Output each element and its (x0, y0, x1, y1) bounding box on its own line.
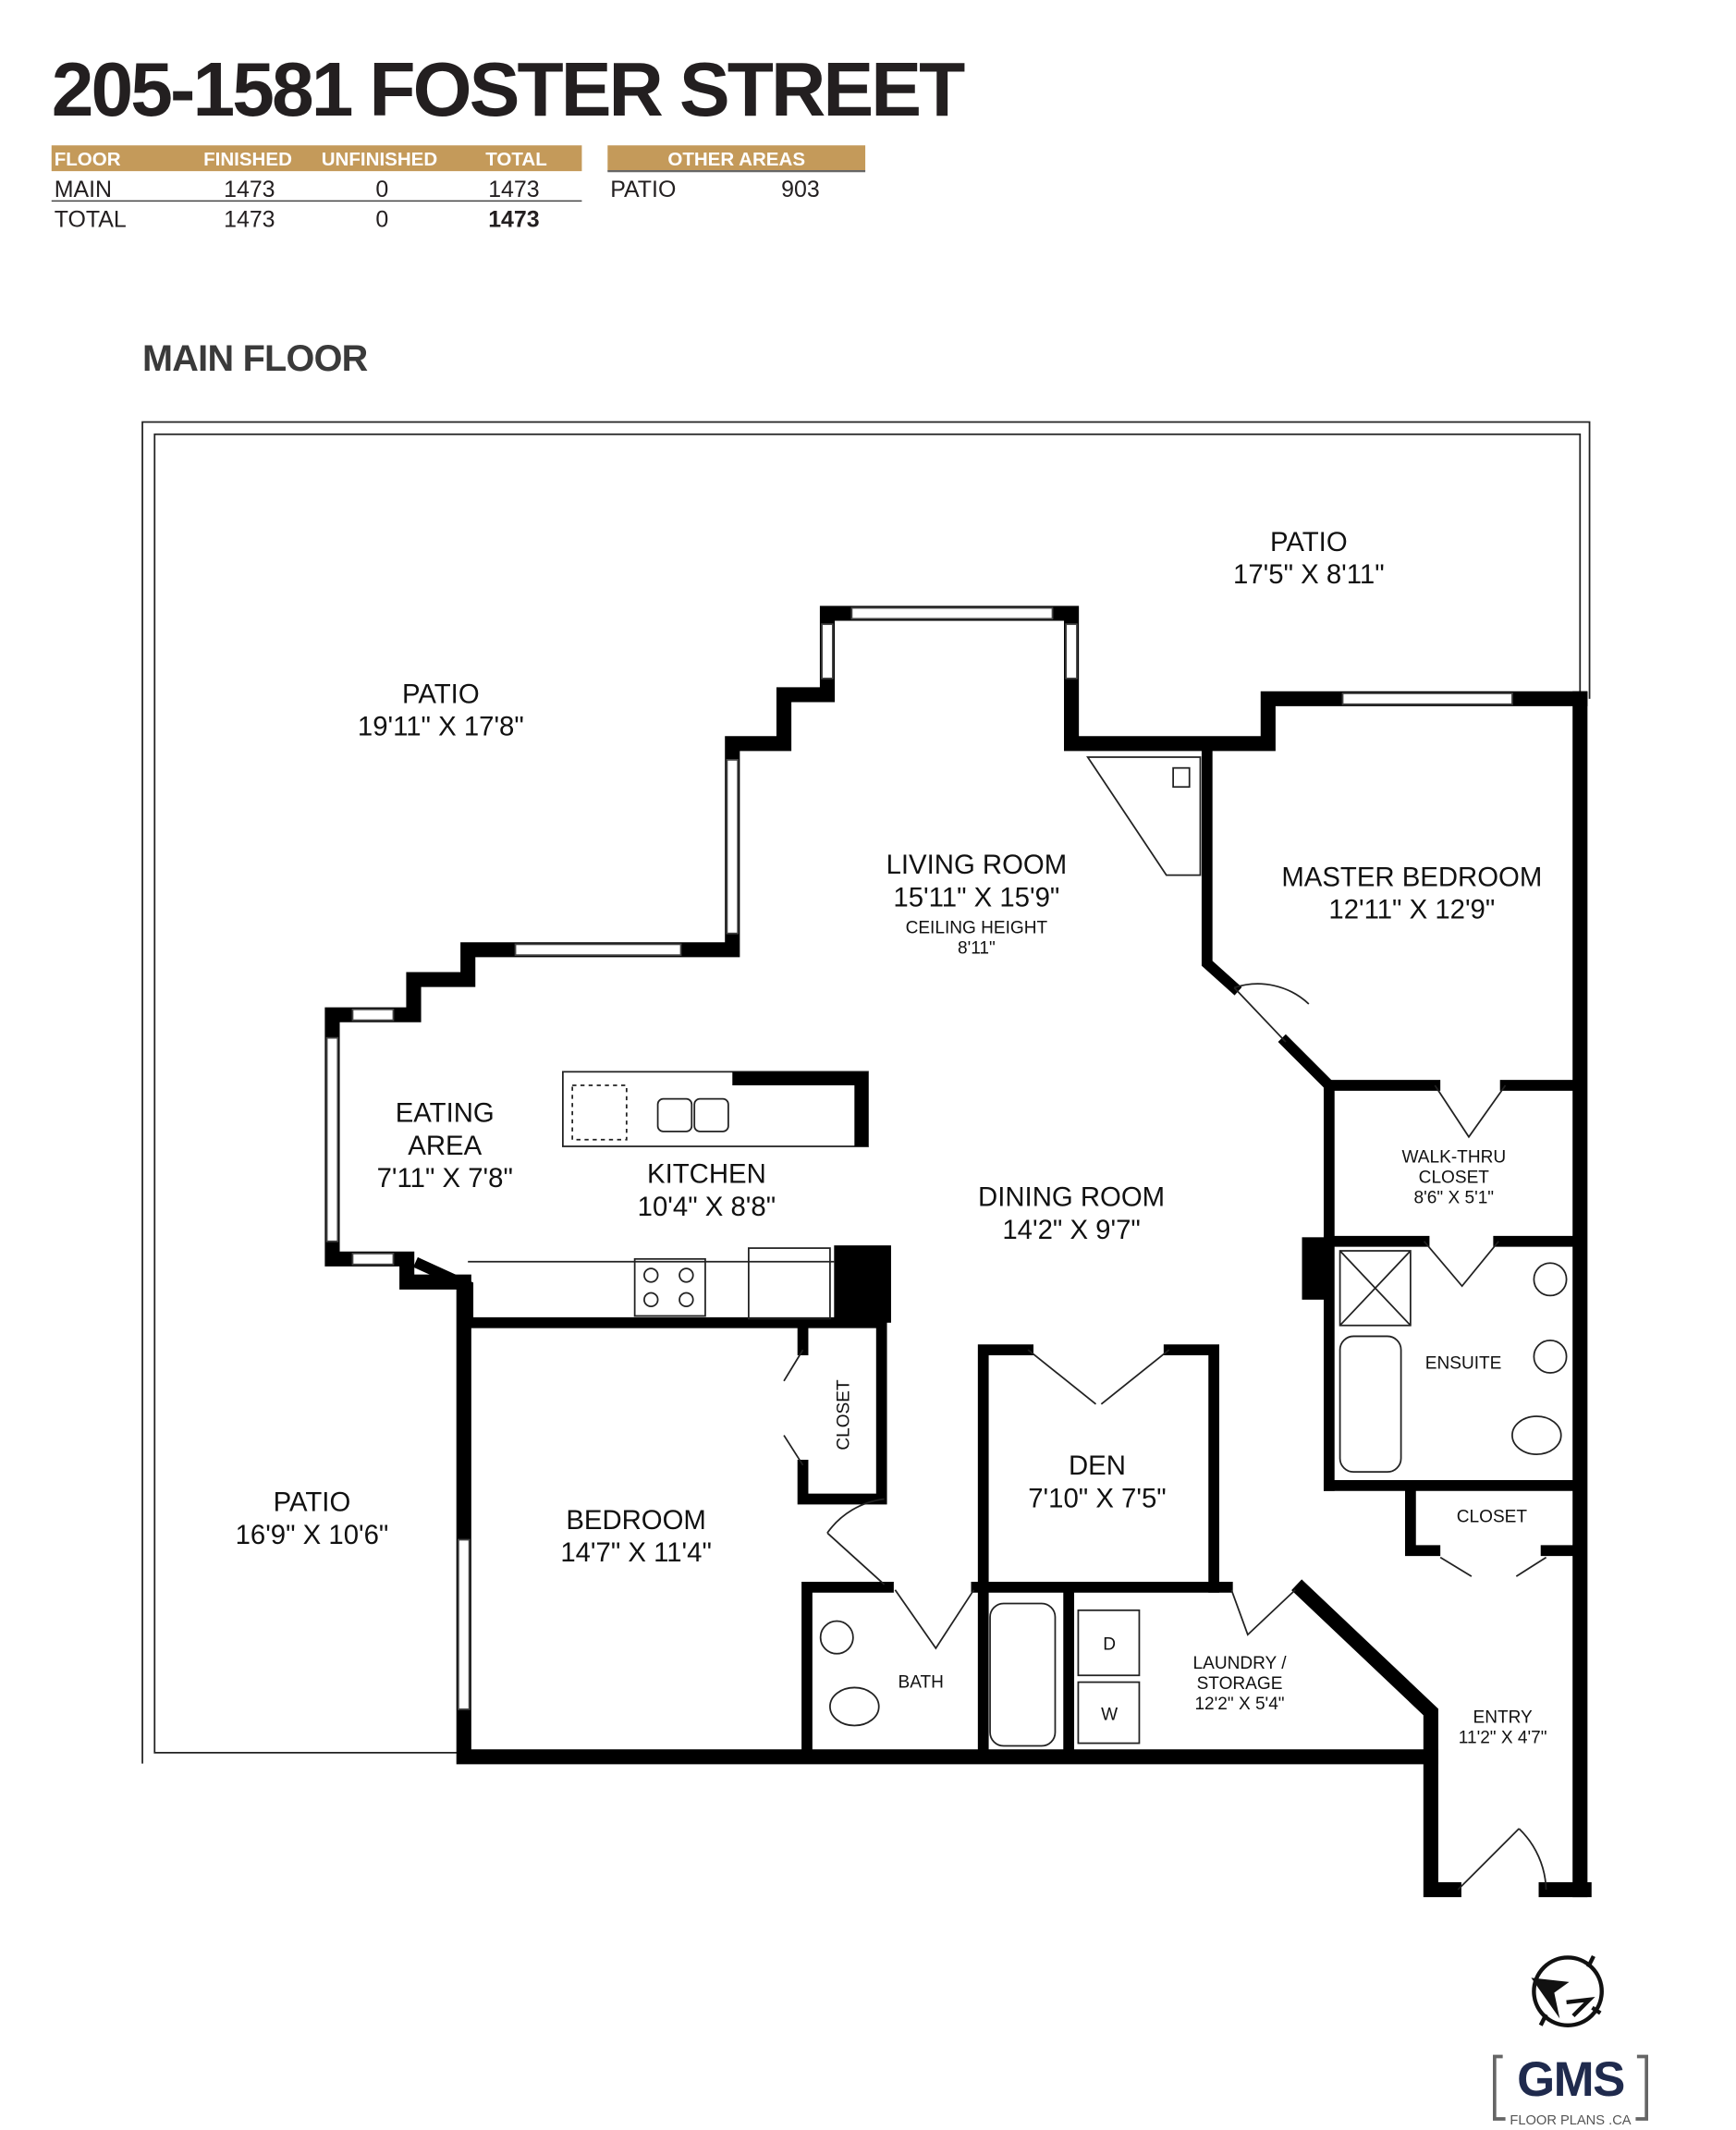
room-den: DEN 7'10" X 7'5" (1028, 1451, 1166, 1513)
room-closet-bedroom: CLOSET (834, 1379, 853, 1451)
room-dims: 14'7" X 11'4" (560, 1537, 712, 1568)
room-dims: 14'2" X 9'7" (1002, 1215, 1140, 1245)
room-name: DINING ROOM (978, 1182, 1165, 1213)
cell: 1473 (224, 177, 275, 202)
room-dining-room: DINING ROOM 14'2" X 9'7" (978, 1182, 1165, 1245)
compass-icon (1531, 1954, 1604, 2027)
room-name-2: STORAGE (1197, 1674, 1283, 1694)
room-walk-thru-closet: WALK-THRU CLOSET 8'6" X 5'1" (1402, 1148, 1507, 1208)
room-name: DEN (1069, 1451, 1126, 1481)
cell: 1473 (488, 206, 539, 232)
room-dims: 10'4" X 8'8" (638, 1192, 776, 1222)
room-closet-entry: CLOSET (1457, 1507, 1528, 1526)
col-floor: FLOOR (55, 149, 121, 170)
cell: 1473 (224, 206, 275, 232)
room-dims: 16'9" X 10'6" (236, 1520, 389, 1550)
other-areas-header: OTHER AREAS (667, 149, 805, 170)
room-name: LAUNDRY / (1193, 1654, 1288, 1673)
room-dims: 8'6" X 5'1" (1414, 1189, 1495, 1208)
room-bath: BATH (899, 1672, 944, 1692)
ceiling-height-value: 8'11" (958, 939, 996, 959)
room-dims: 12'11" X 12'9" (1328, 895, 1495, 925)
cell: 0 (375, 206, 388, 232)
room-ensuite: ENSUITE (1425, 1354, 1502, 1374)
room-kitchen: KITCHEN 10'4" X 8'8" (638, 1159, 776, 1222)
room-patio-ne: PATIO 17'5" X 8'11" (1233, 527, 1385, 590)
room-name-2: CLOSET (1419, 1169, 1490, 1188)
room-dims: 15'11" X 15'9" (893, 882, 1059, 912)
logo-sub: FLOOR PLANS .CA (1510, 2113, 1631, 2128)
room-patio-nw: PATIO 19'11" X 17'8" (358, 679, 524, 741)
room-name-2: AREA (408, 1131, 482, 1161)
room-name: ENTRY (1473, 1708, 1534, 1728)
ceiling-height-label: CEILING HEIGHT (906, 919, 1048, 938)
cell: 1473 (488, 177, 539, 202)
room-dims: 19'11" X 17'8" (358, 711, 524, 741)
room-living-room: LIVING ROOM 15'11" X 15'9" CEILING HEIGH… (886, 850, 1068, 959)
logo-brand: GMS (1517, 2052, 1624, 2107)
area-table: FLOOR FINISHED UNFINISHED TOTAL MAIN 147… (51, 145, 582, 232)
room-eating-area: EATING AREA 7'11" X 7'8" (377, 1098, 513, 1194)
floor-title: MAIN FLOOR (142, 338, 368, 379)
cell: 903 (781, 177, 820, 202)
room-name: EATING (396, 1098, 495, 1129)
cell: TOTAL (55, 206, 127, 232)
room-dims: 12'2" X 5'4" (1194, 1695, 1284, 1714)
room-name: BEDROOM (566, 1505, 706, 1536)
cell: MAIN (55, 177, 112, 202)
room-dims: 17'5" X 8'11" (1233, 559, 1385, 590)
cell: PATIO (610, 177, 676, 202)
room-name: MASTER BEDROOM (1281, 862, 1542, 892)
other-areas-table: OTHER AREAS PATIO 903 (607, 145, 866, 202)
washer-label: W (1101, 1706, 1118, 1725)
dryer-label: D (1103, 1634, 1116, 1654)
room-labels: PATIO 17'5" X 8'11" PATIO 19'11" X 17'8"… (236, 527, 1547, 1748)
page-title: 205-1581 FOSTER STREET (52, 48, 965, 132)
floor-plan: D W (141, 421, 1592, 1898)
gms-logo: GMS FLOOR PLANS .CA (1493, 1954, 1648, 2128)
col-total: TOTAL (485, 149, 547, 170)
room-patio-sw: PATIO 16'9" X 10'6" (236, 1487, 389, 1550)
room-bedroom: BEDROOM 14'7" X 11'4" (560, 1505, 712, 1568)
room-name: PATIO (402, 679, 480, 709)
room-name: WALK-THRU (1402, 1148, 1507, 1168)
room-master-bedroom: MASTER BEDROOM 12'11" X 12'9" (1281, 862, 1542, 924)
room-name: KITCHEN (647, 1159, 766, 1190)
col-unfinished: UNFINISHED (322, 149, 437, 170)
room-name: PATIO (1270, 527, 1348, 557)
room-dims: 11'2" X 4'7" (1459, 1729, 1547, 1748)
col-finished: FINISHED (203, 149, 292, 170)
room-dims: 7'10" X 7'5" (1028, 1483, 1166, 1513)
room-laundry: LAUNDRY / STORAGE 12'2" X 5'4" (1193, 1654, 1288, 1714)
cell: 0 (375, 177, 388, 202)
room-name: PATIO (274, 1487, 351, 1518)
room-name: LIVING ROOM (886, 850, 1068, 880)
room-entry: ENTRY 11'2" X 4'7" (1459, 1708, 1547, 1748)
room-dims: 7'11" X 7'8" (377, 1163, 513, 1194)
